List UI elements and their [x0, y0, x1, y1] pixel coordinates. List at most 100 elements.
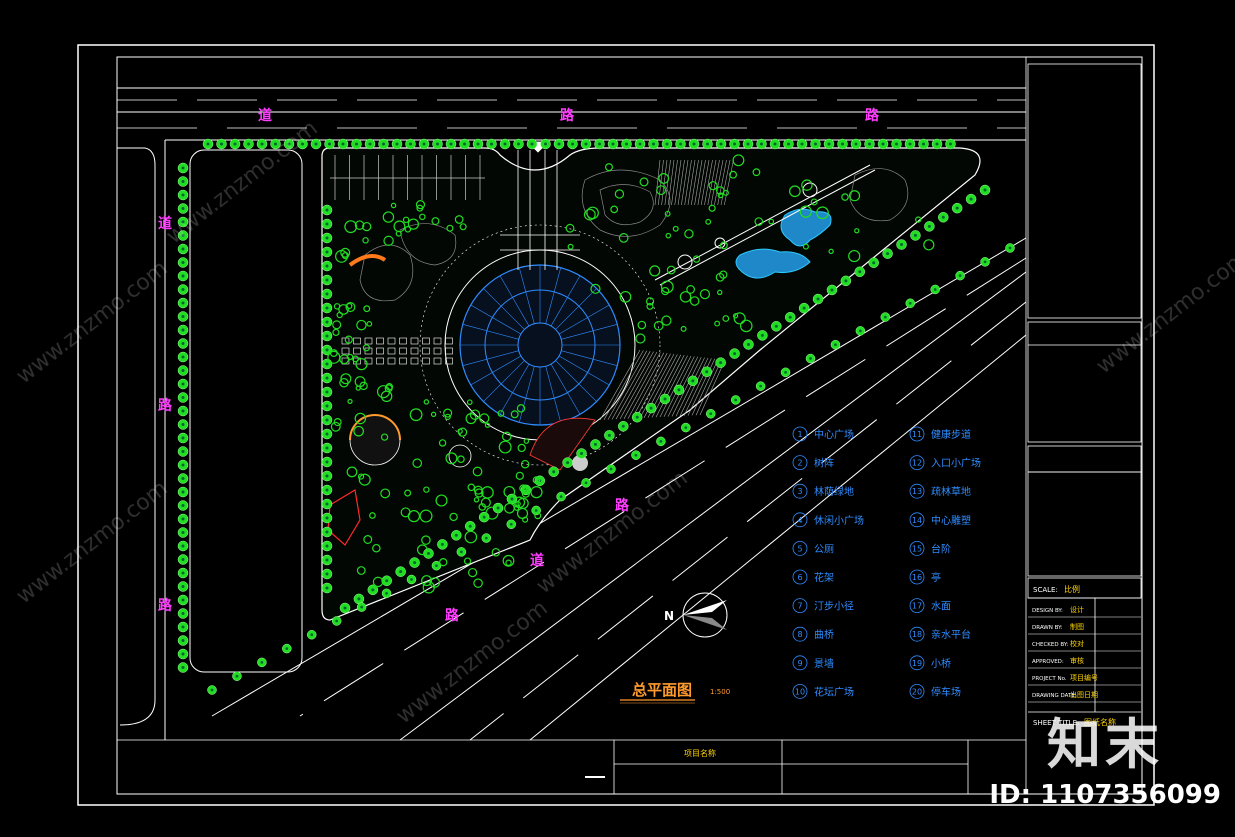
legend-number-circle — [792, 655, 808, 671]
shrub-icon — [407, 218, 420, 230]
shrub-icon — [344, 220, 358, 234]
plaza-ray — [561, 350, 618, 366]
tree-array-cell — [433, 357, 442, 365]
legend-label: 亭 — [931, 571, 941, 584]
legend-number-circle — [792, 569, 808, 585]
tree-center — [827, 142, 831, 146]
hatch-line — [671, 357, 702, 417]
hatch-line — [687, 159, 696, 206]
tree-array-cell — [422, 357, 430, 365]
tree-center — [181, 301, 185, 305]
road-label-top-2: 路 — [560, 107, 575, 124]
tree-center — [314, 142, 318, 146]
hatch-line — [661, 159, 668, 206]
shrub-icon — [515, 501, 521, 507]
tree-center — [665, 142, 669, 146]
parking-area — [330, 155, 485, 200]
plaza-ray — [550, 275, 581, 327]
tree-center — [181, 207, 185, 210]
tree-center — [181, 193, 185, 197]
tree-center — [496, 506, 500, 510]
shrub-icon — [719, 270, 728, 279]
tree-array-cell — [341, 357, 350, 365]
tree-center — [181, 450, 185, 453]
park-trees — [327, 154, 935, 594]
shrub-icon — [717, 192, 724, 199]
tree-center — [552, 470, 556, 474]
legend-label: 曲桥 — [814, 629, 834, 641]
legend-number-circle — [909, 512, 925, 528]
shrub-icon — [610, 205, 619, 214]
tree-center — [181, 355, 185, 359]
tree-center — [399, 570, 403, 574]
tree-center — [235, 674, 239, 678]
tree-center — [181, 328, 185, 332]
tree-array-cell — [387, 337, 396, 345]
hatch-line — [700, 159, 710, 206]
tree-center — [746, 342, 750, 346]
legend-label: 亲水平台 — [931, 628, 971, 641]
legend-label: 休闲小广场 — [814, 514, 864, 527]
tree-center — [325, 208, 329, 212]
shrub-icon — [380, 433, 389, 441]
legend-label: 健康步道 — [931, 428, 971, 441]
shrub-icon — [739, 319, 753, 333]
tree-center — [800, 142, 804, 146]
shrub-icon — [768, 218, 775, 225]
tree-center — [621, 424, 625, 428]
tree-center — [663, 397, 667, 401]
tree-center — [325, 306, 329, 310]
legend-number-circle — [909, 569, 925, 585]
plaza-ray — [519, 366, 535, 423]
shrub-icon — [402, 216, 410, 224]
tree-array-cell — [410, 337, 419, 345]
tree-array-cell — [376, 357, 384, 365]
plaza-ray — [555, 360, 597, 402]
plaza-ray — [470, 304, 522, 335]
shrub-icon — [444, 413, 451, 420]
tree-center — [859, 329, 862, 333]
tree-center — [530, 142, 534, 146]
title-block-row-label: PROJECT No. — [1032, 676, 1067, 682]
shrub-icon — [467, 567, 478, 578]
tree-center — [719, 361, 723, 365]
shrub-icon — [637, 320, 647, 330]
tree-center — [760, 333, 764, 337]
shrub-icon — [335, 249, 348, 263]
shrub-icon — [327, 350, 341, 364]
tree-center — [181, 625, 185, 629]
tree-center — [476, 142, 480, 146]
tree-center — [788, 315, 792, 319]
tree-center — [1008, 246, 1012, 250]
tree-center — [913, 233, 917, 237]
shrub-icon — [412, 458, 423, 469]
shrub-icon — [828, 248, 834, 255]
legend-number-circle — [792, 512, 808, 528]
tree-center — [181, 571, 185, 575]
legend-number-circle — [792, 598, 808, 613]
tree-center — [593, 442, 597, 446]
tree-center — [607, 433, 611, 437]
shrub-icon — [419, 213, 426, 221]
road-labels: 道 路 路 道 路 路 路 道 路 — [158, 107, 880, 624]
tree-center — [355, 142, 358, 146]
shrub-icon — [465, 413, 477, 425]
shrub-icon — [415, 200, 426, 210]
tree-center — [181, 288, 185, 291]
tree-center — [922, 142, 925, 146]
shrub-icon — [400, 507, 411, 518]
tree-center — [881, 142, 885, 146]
hatch-line — [651, 355, 685, 418]
hatch-line — [691, 359, 719, 416]
legend-number: 7 — [797, 602, 802, 611]
tree-center — [343, 606, 347, 610]
tree-center — [774, 324, 778, 328]
hatch-line — [611, 351, 651, 420]
hatch-line — [631, 353, 668, 419]
tree-center — [385, 591, 388, 595]
sheet-title-value: 图纸名称 — [1084, 717, 1116, 727]
shrub-icon — [347, 398, 353, 404]
north-label: N — [664, 609, 674, 623]
hatch-line — [691, 159, 699, 206]
shrub-icon — [446, 224, 454, 232]
